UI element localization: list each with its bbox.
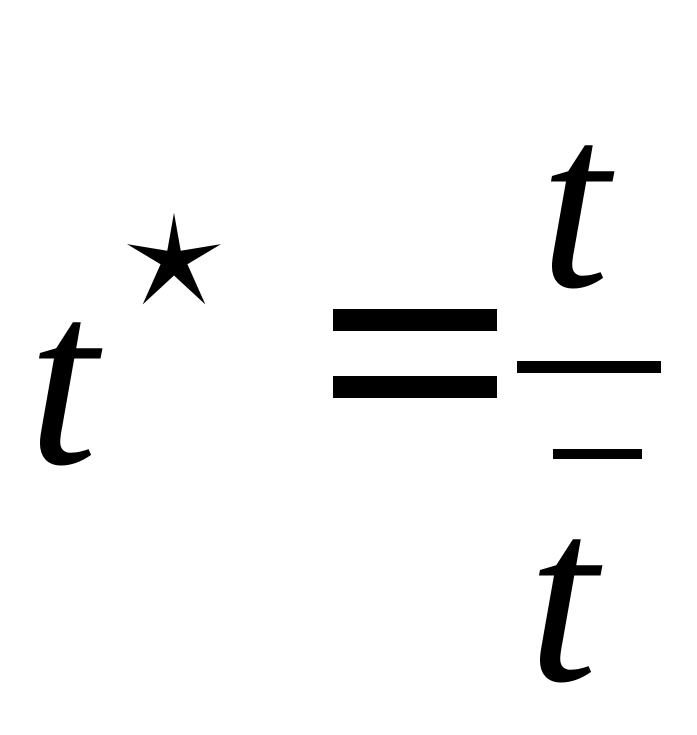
equals-sign-top-bar [333, 309, 497, 331]
superscript-star-icon [126, 212, 222, 305]
fraction-bar [517, 361, 661, 373]
denominator-overline [553, 449, 642, 459]
equals-sign-bottom-bar [333, 376, 497, 398]
denominator-variable-t-bar: t [528, 458, 598, 735]
numerator-variable-t: t [540, 64, 610, 341]
lhs-variable-t: t [28, 241, 98, 518]
equation: t t t [28, 64, 661, 722]
